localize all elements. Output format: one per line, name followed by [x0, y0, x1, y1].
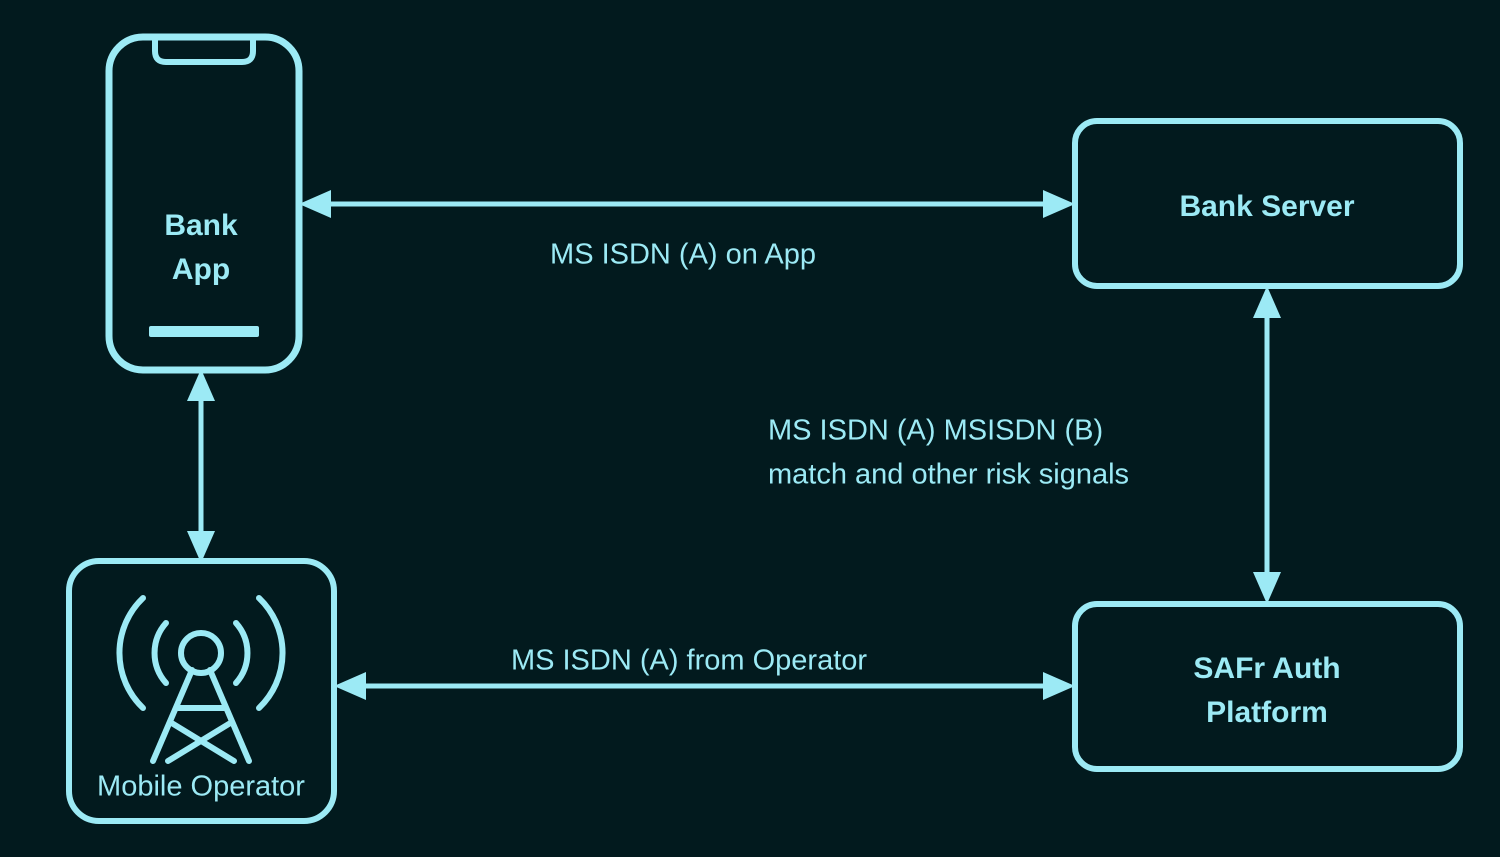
node-safr-auth-platform-box [1072, 601, 1463, 772]
node-bank-app-label-line2: App [172, 253, 230, 286]
node-bank-app[interactable]: Bank App [105, 33, 303, 374]
edge-server-to-platform-label-line2: match and other risk signals [768, 459, 1129, 491]
edge-operator-to-platform-arrowhead-right [1043, 672, 1075, 700]
edge-operator-to-platform: MS ISDN (A) from Operator [334, 645, 1075, 700]
node-bank-server-box [1072, 118, 1463, 289]
edge-server-to-platform: MS ISDN (A) MSISDN (B) match and other r… [768, 286, 1281, 604]
node-mobile-operator-label: Mobile Operator [97, 771, 305, 803]
node-bank-server[interactable]: Bank Server [1072, 118, 1463, 289]
edge-server-to-platform-label-line1: MS ISDN (A) MSISDN (B) [768, 415, 1103, 447]
edge-app-to-server-label: MS ISDN (A) on App [550, 239, 816, 271]
edge-operator-to-platform-label: MS ISDN (A) from Operator [511, 645, 867, 677]
cell-tower-icon [116, 595, 286, 764]
edge-server-to-platform-arrowhead-bottom [1253, 572, 1281, 604]
edge-app-to-server-arrowhead-right [1043, 190, 1075, 218]
node-safr-auth-platform[interactable]: SAFr Auth Platform [1072, 601, 1463, 772]
edge-server-to-platform-arrowhead-top [1253, 286, 1281, 318]
node-mobile-operator[interactable]: Mobile Operator [66, 558, 337, 824]
edge-app-to-operator [187, 369, 215, 563]
edge-app-to-operator-arrowhead-bottom [187, 531, 215, 563]
smartphone-notch-icon [152, 40, 256, 65]
node-bank-server-label: Bank Server [1179, 190, 1354, 223]
edge-app-to-server: MS ISDN (A) on App [299, 190, 1075, 271]
edge-operator-to-platform-arrowhead-left [334, 672, 366, 700]
node-safr-auth-platform-label-line1: SAFr Auth [1193, 652, 1340, 685]
node-safr-auth-platform-label-line2: Platform [1206, 696, 1328, 729]
smartphone-home-bar-icon [149, 326, 259, 337]
node-bank-app-label-line1: Bank [164, 209, 238, 242]
edge-app-to-operator-arrowhead-top [187, 369, 215, 401]
edge-app-to-server-arrowhead-left [299, 190, 331, 218]
smartphone-icon [105, 33, 303, 374]
